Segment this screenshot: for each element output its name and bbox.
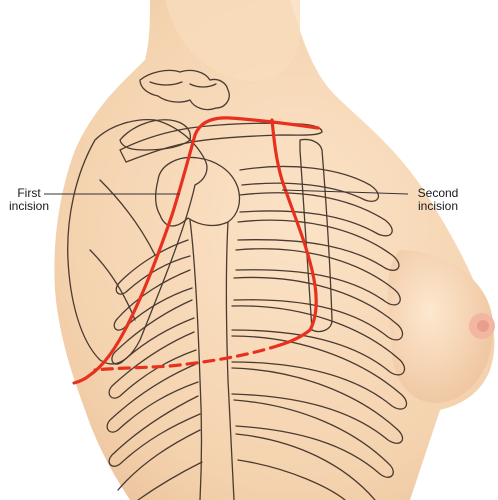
sternum bbox=[299, 138, 333, 333]
second-incision-leader bbox=[281, 189, 409, 195]
leader-lines bbox=[44, 189, 409, 195]
rib bbox=[233, 399, 394, 478]
rib-left bbox=[111, 299, 195, 365]
scapula-ridges bbox=[89, 179, 156, 321]
nipple-center bbox=[477, 320, 489, 332]
neck-shadow bbox=[165, 0, 300, 82]
rib bbox=[231, 335, 408, 410]
cervical-vertebrae bbox=[139, 69, 230, 111]
humerus bbox=[189, 219, 235, 500]
rib-left bbox=[113, 269, 193, 331]
rib bbox=[233, 276, 404, 341]
rib-left bbox=[106, 363, 199, 433]
rib bbox=[235, 433, 376, 500]
first-incision-label: First incision bbox=[0, 187, 58, 213]
connecting-incision-dashed bbox=[93, 343, 282, 372]
rib-left bbox=[108, 395, 201, 467]
rib-left bbox=[117, 429, 203, 500]
first-incision-label-line1: First bbox=[17, 186, 41, 200]
rib bbox=[231, 367, 404, 444]
rib bbox=[237, 219, 400, 271]
breast bbox=[387, 250, 494, 403]
rib bbox=[239, 192, 393, 237]
body-silhouette bbox=[54, 0, 495, 500]
incisions bbox=[72, 116, 320, 385]
vertebra-detail bbox=[149, 81, 217, 88]
rib bbox=[239, 165, 380, 202]
second-incision-line bbox=[270, 118, 318, 347]
second-incision-label: Second incision bbox=[408, 187, 468, 213]
first-incision-label-line2: incision bbox=[8, 199, 50, 213]
second-incision-label-line1: Second bbox=[417, 186, 459, 200]
scapula bbox=[67, 119, 208, 365]
second-incision-label-line2: incision bbox=[417, 199, 459, 213]
first-incision-line bbox=[72, 116, 320, 385]
acromion bbox=[119, 119, 191, 151]
